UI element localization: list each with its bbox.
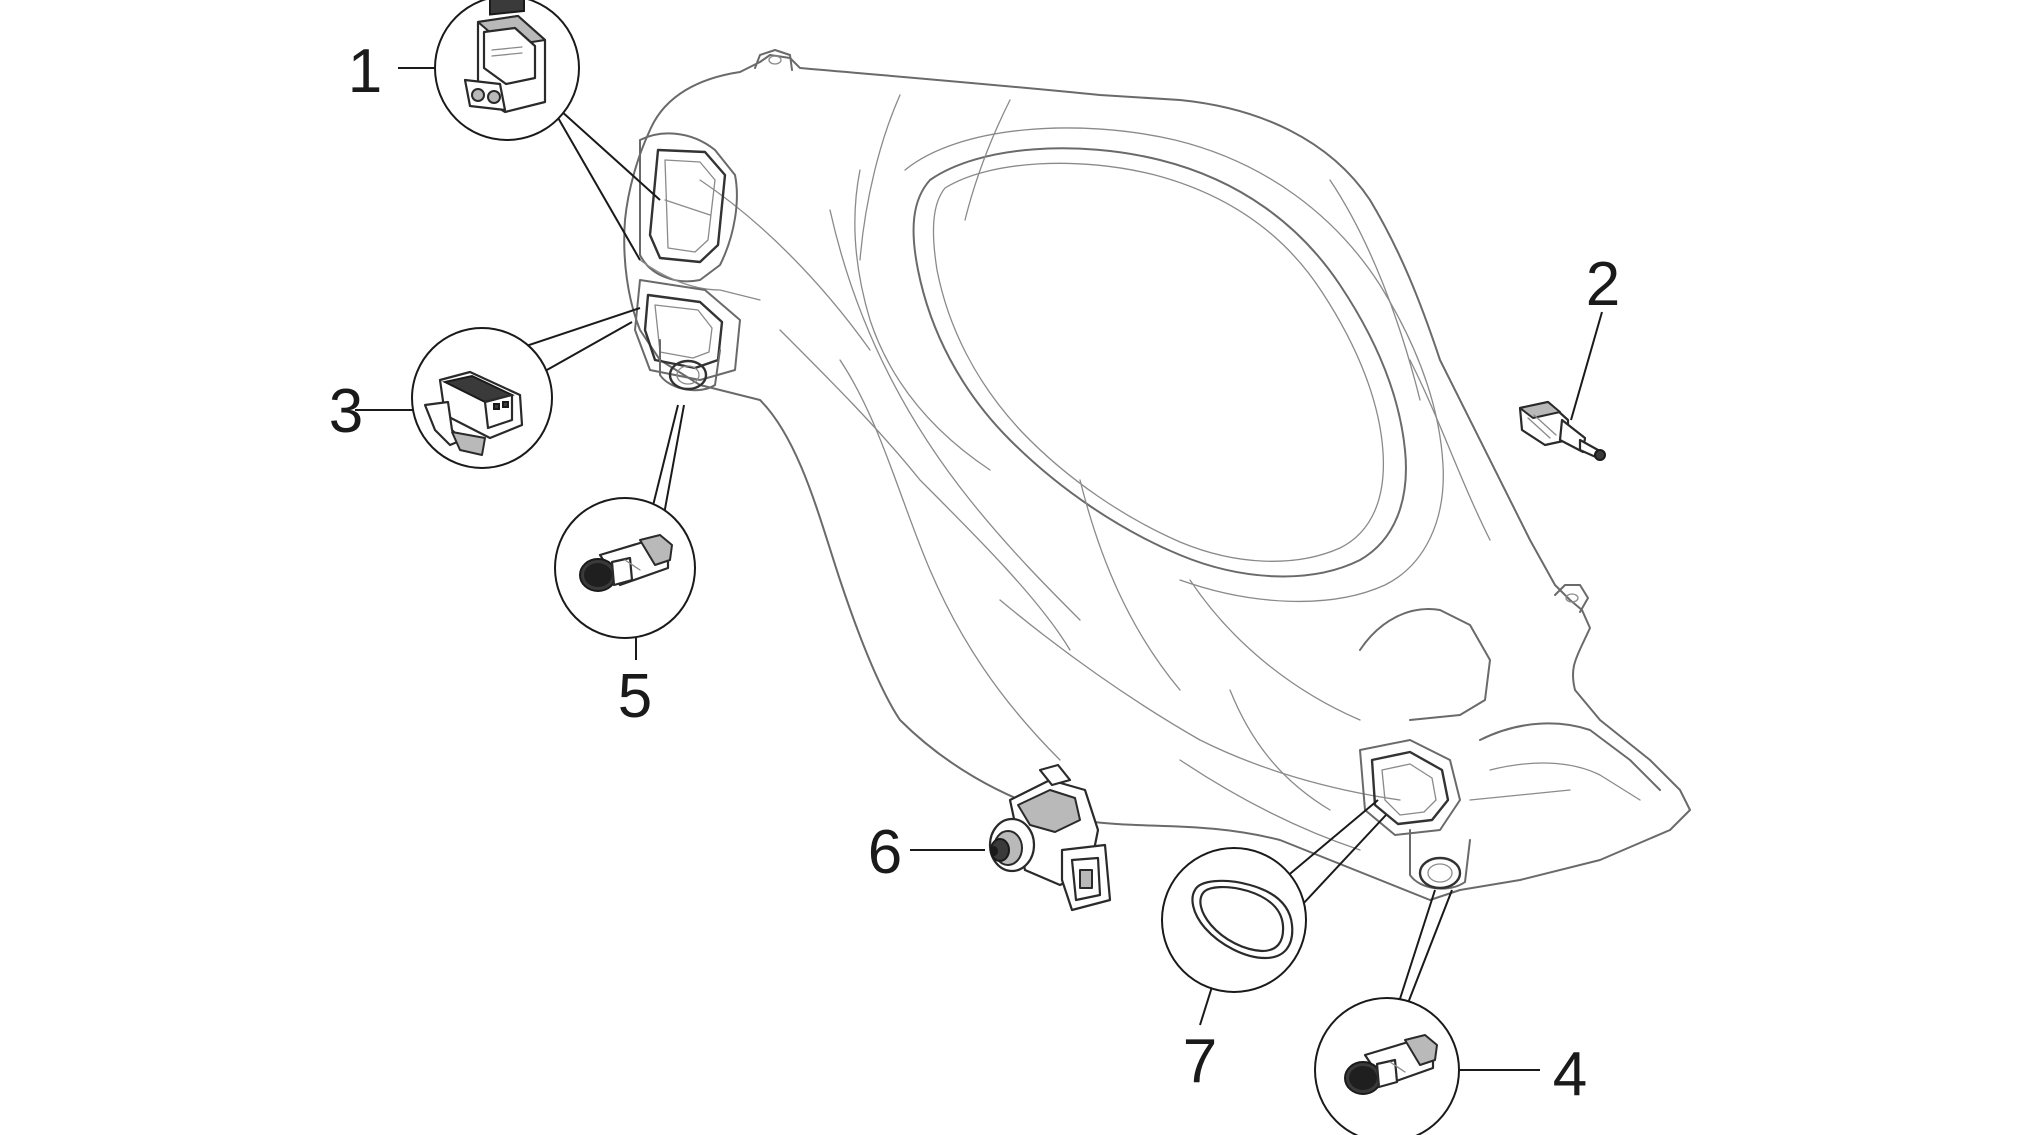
leader-line-3a [507, 307, 641, 353]
ignition-lock-icon [988, 763, 1112, 912]
part-number-2: 2 [1586, 250, 1620, 319]
trim-bezel-icon [1191, 879, 1294, 960]
push-button-right-icon [1344, 1034, 1438, 1095]
part-number-5: 5 [618, 662, 652, 731]
part-6-callout [988, 763, 1112, 912]
leader-line-2 [1570, 311, 1603, 421]
leader-line-4a [1397, 889, 1436, 1006]
push-button-icon [579, 534, 673, 592]
part-3-callout [411, 327, 553, 469]
part-number-1: 1 [348, 37, 382, 106]
part-5-callout [554, 497, 696, 639]
part-4-callout [1314, 997, 1460, 1135]
part-number-6: 6 [868, 818, 902, 887]
handlebar-switch-icon [423, 370, 524, 456]
bulb-sensor-icon [1518, 400, 1606, 461]
part-2-callout [1518, 400, 1606, 461]
leader-line-4b [1407, 889, 1453, 1004]
part-number-3: 3 [329, 377, 363, 446]
part-1-callout [434, 0, 580, 141]
part-number-4: 4 [1553, 1040, 1587, 1109]
part-number-labels: 1 2 3 4 5 6 7 [329, 37, 1620, 1109]
part-number-7: 7 [1183, 1027, 1217, 1096]
leader-lines [355, 67, 1603, 1071]
instrument-display-icon [463, 0, 547, 114]
leader-line-7b [1301, 814, 1387, 906]
leader-line-3b [537, 321, 633, 376]
leader-line-1b [556, 115, 641, 261]
part-7-callout [1161, 847, 1307, 993]
handlebar-cover-housing [623, 49, 1691, 901]
leader-line-7a [1284, 799, 1379, 879]
